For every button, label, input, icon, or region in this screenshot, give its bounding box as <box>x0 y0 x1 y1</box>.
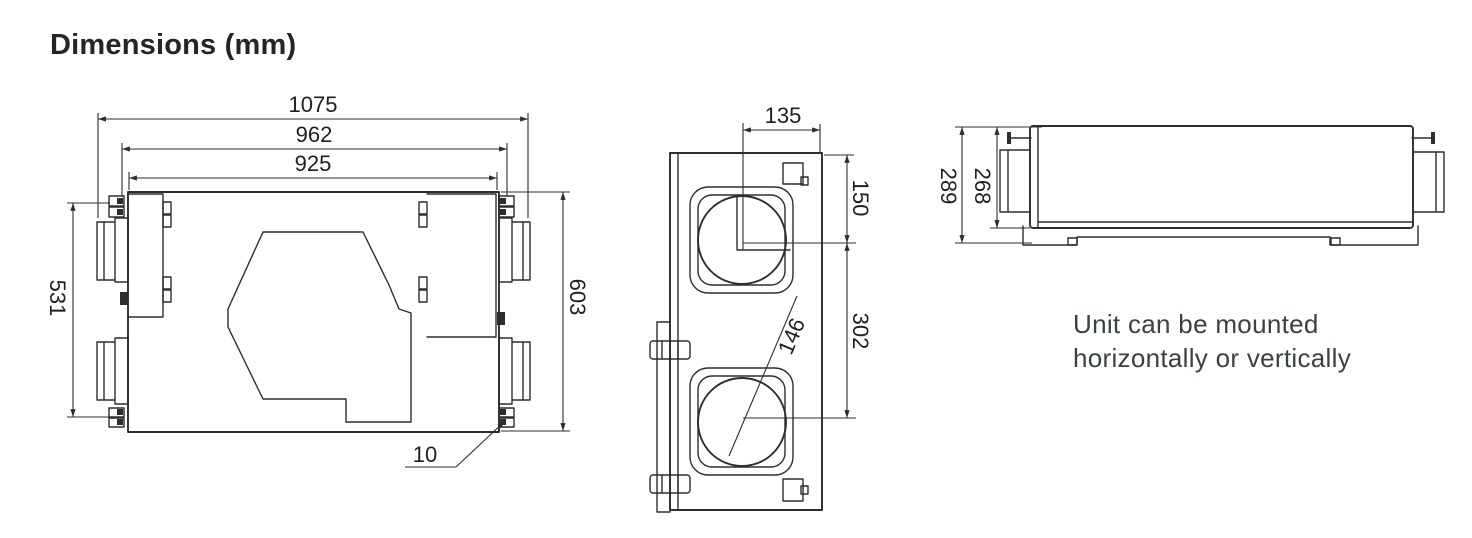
dim-body-height: 268 <box>970 168 995 205</box>
profile-view: 289 268 <box>936 125 1445 246</box>
screw-left-head <box>1007 132 1011 144</box>
dim-foot-detail: 10 <box>413 442 437 467</box>
dim-port-diameter: 146 <box>773 314 810 358</box>
mounting-screws <box>1007 132 1435 144</box>
mounting-note-line1: Unit can be mounted <box>1073 309 1319 339</box>
page-title: Dimensions (mm) <box>50 29 296 61</box>
corner-tabs <box>108 195 515 428</box>
feet-rail <box>1022 225 1419 246</box>
dim-right-depth: 603 <box>565 279 590 316</box>
port-top <box>689 186 794 294</box>
dim-left-depth: 531 <box>45 280 70 317</box>
heat-exchanger-outline <box>227 231 412 423</box>
profile-ports <box>999 149 1445 213</box>
port-top-inner-detail <box>736 196 791 251</box>
mounting-note-line2: horizontally or vertically <box>1073 343 1351 373</box>
dim-overall-height: 289 <box>936 168 961 205</box>
latch-clip-top-detail <box>661 340 679 360</box>
panel-latches <box>162 201 428 303</box>
latch-clip-bottom-detail <box>661 474 679 494</box>
feet-notches <box>1067 237 1341 246</box>
service-panels <box>127 193 497 338</box>
foot-leader-line <box>455 420 506 468</box>
side-corner-brackets <box>782 162 809 502</box>
side-view-extension-lines <box>742 123 856 419</box>
mounting-note: Unit can be mounted horizontally or vert… <box>1073 309 1351 373</box>
side-view: 135 150 302 146 <box>649 103 873 513</box>
unit-body-outline <box>127 191 500 433</box>
dim-overall-width: 1075 <box>289 92 338 117</box>
latch-clip-top <box>649 340 691 360</box>
duct-ports <box>96 217 531 405</box>
dim-port-spacing: 302 <box>848 313 873 350</box>
port-top-flange <box>689 186 794 294</box>
profile-inner-lines <box>1037 125 1414 229</box>
hinge-strip <box>656 321 671 513</box>
profile-body-outline <box>1029 125 1414 229</box>
port-top-opening <box>697 195 787 285</box>
port-bottom-opening <box>697 377 787 467</box>
diameter-line <box>728 295 798 457</box>
latch-clips <box>649 340 691 494</box>
port-bottom <box>689 367 794 476</box>
dim-port-offset: 135 <box>765 103 802 128</box>
top-view: 1075 962 925 531 603 10 <box>45 92 590 468</box>
port-bottom-flange <box>689 367 794 476</box>
latch-clip-bottom <box>649 474 691 494</box>
top-view-extension-lines <box>67 113 570 432</box>
dim-mount-width: 962 <box>296 122 333 147</box>
dim-body-width: 925 <box>295 151 332 176</box>
profile-extension-lines <box>955 126 1042 244</box>
dim-port-top: 150 <box>848 180 873 217</box>
screw-right-head <box>1431 132 1435 144</box>
